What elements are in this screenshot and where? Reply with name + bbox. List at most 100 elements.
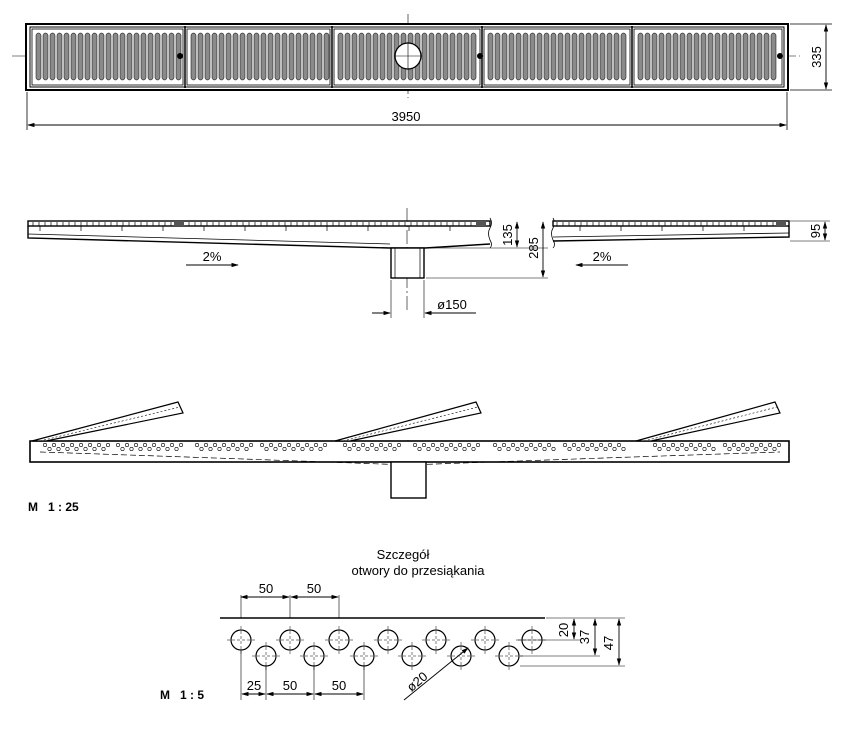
- perforation-hole: [448, 442, 453, 447]
- grate-slot: [77, 32, 84, 81]
- perforation-hole: [616, 442, 621, 447]
- grate-slot: [386, 32, 393, 81]
- perforation-hole: [156, 446, 161, 451]
- perforation-hole: [412, 442, 417, 447]
- grate-slot: [302, 32, 309, 81]
- perforation-hole: [603, 446, 608, 451]
- perforation-hole: [174, 446, 179, 451]
- grate-slot: [421, 32, 428, 81]
- perforation-hole: [492, 442, 497, 447]
- grate-slot: [190, 32, 197, 81]
- hole-upper: [377, 629, 399, 651]
- perforation-hole: [679, 442, 684, 447]
- grate-slot: [665, 32, 672, 81]
- perforation-hole: [551, 446, 556, 451]
- grate-slot: [351, 32, 358, 81]
- grate-slot: [133, 32, 140, 81]
- grate-slot: [700, 32, 707, 81]
- perforation-hole: [711, 446, 716, 451]
- perforation-hole: [510, 442, 515, 447]
- grate-slot: [728, 32, 735, 81]
- perforation-hole: [675, 446, 680, 451]
- perforation-hole: [466, 442, 471, 447]
- perforation-hole: [374, 446, 379, 451]
- perforation-hole: [533, 446, 538, 451]
- perforation-hole: [457, 442, 462, 447]
- grate-slot: [211, 32, 218, 81]
- perforation-hole: [571, 442, 576, 447]
- grate-slot: [253, 32, 260, 81]
- perforation-hole: [546, 442, 551, 447]
- height-37-label: 37: [577, 630, 592, 644]
- perforation-hole: [430, 442, 435, 447]
- perforation-hole: [462, 446, 467, 451]
- grate-slot: [599, 32, 606, 81]
- detail-holes: [227, 626, 546, 670]
- perforation-hole: [360, 442, 365, 447]
- perforation-hole: [670, 442, 675, 447]
- grate-slot: [281, 32, 288, 81]
- perforation-hole: [767, 442, 772, 447]
- hole-upper: [474, 629, 496, 651]
- perforation-hole: [304, 442, 309, 447]
- grate-slot: [721, 32, 728, 81]
- joint-block: [174, 221, 184, 226]
- perforation-hole: [439, 442, 444, 447]
- channel-left-bottom: [27, 226, 491, 249]
- grate-slot: [140, 32, 147, 81]
- grate-slot: [288, 32, 295, 81]
- top-spacing-1: 50: [259, 581, 273, 596]
- joint-block: [476, 221, 486, 226]
- grate-slot: [98, 32, 105, 81]
- bottom-spacing-2: 50: [283, 678, 297, 693]
- grate-slot: [372, 32, 379, 81]
- grate-slot: [365, 32, 372, 81]
- perforation-hole: [693, 446, 698, 451]
- dim-135-label: 135: [500, 224, 515, 246]
- perforation-hole: [309, 446, 314, 451]
- grate-slot: [592, 32, 599, 81]
- perforation-hole: [208, 446, 213, 451]
- channel-right-bottom: [552, 226, 790, 242]
- perforation-hole: [264, 446, 269, 451]
- grate-slot: [274, 32, 281, 81]
- grate-slot: [564, 32, 571, 81]
- grate-slot: [316, 32, 323, 81]
- grate-slot: [613, 32, 620, 81]
- perforation-hole: [143, 442, 148, 447]
- grate-slot: [536, 32, 543, 81]
- perforation-hole: [204, 442, 209, 447]
- grate-slot: [749, 32, 756, 81]
- grate-slot: [154, 32, 161, 81]
- perforation-hole: [179, 442, 184, 447]
- perforation-hole: [524, 446, 529, 451]
- grate-slot: [693, 32, 700, 81]
- grate-slot: [571, 32, 578, 81]
- grate-slot: [112, 32, 119, 81]
- grate-slot: [463, 32, 470, 81]
- perforation-hole: [528, 442, 533, 447]
- perforation-hole: [92, 446, 97, 451]
- perforation-hole: [88, 442, 93, 447]
- perforation-hole: [165, 446, 170, 451]
- perforation-hole: [652, 442, 657, 447]
- perforation-hole: [727, 446, 732, 451]
- perforation-hole: [56, 446, 61, 451]
- perforation-holes: [42, 442, 781, 451]
- perforation-hole: [758, 442, 763, 447]
- grate-slot: [620, 32, 627, 81]
- bottom-spacing-3: 50: [332, 678, 346, 693]
- grate-ribs-left: [32, 221, 486, 231]
- perforation-hole: [356, 446, 361, 451]
- perforation-hole: [120, 446, 125, 451]
- perforation-hole: [688, 442, 693, 447]
- grate-slot: [543, 32, 550, 81]
- perforation-hole: [580, 442, 585, 447]
- grate-joints: [177, 26, 783, 88]
- grate-slot: [679, 32, 686, 81]
- grate-slot: [585, 32, 592, 81]
- grate-slot: [147, 32, 154, 81]
- perforation-hole: [471, 446, 476, 451]
- grate-slot: [91, 32, 98, 81]
